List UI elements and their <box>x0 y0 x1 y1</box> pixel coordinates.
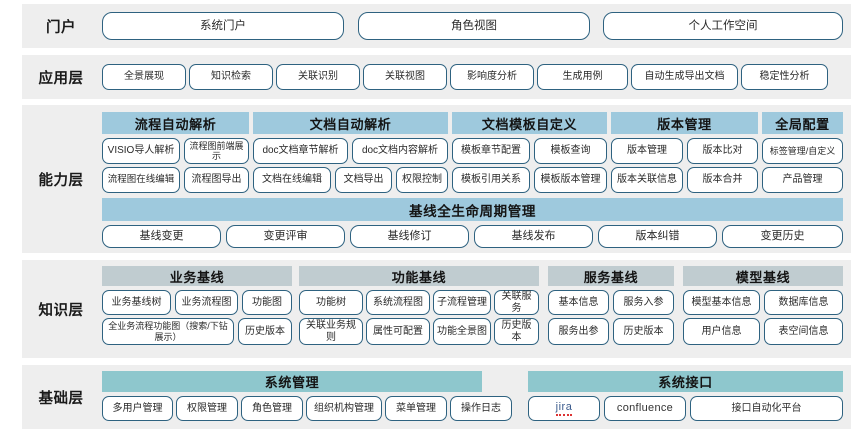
capability-item-1-1-0[interactable]: 文档在线编辑 <box>253 167 331 193</box>
application-item-6[interactable]: 自动生成导出文档 <box>631 64 738 90</box>
knowledge-group-title-2: 服务基线 <box>548 266 674 286</box>
application-item-4[interactable]: 影响度分析 <box>450 64 534 90</box>
foundation-body: 系统管理 多用户管理 权限管理 角色管理 组织机构管理 菜单管理 操作日志 系统… <box>100 365 851 429</box>
foundation-item-1-2[interactable]: 接口自动化平台 <box>690 396 843 421</box>
layer-band-knowledge: 知识层 业务基线 业务基线树 业务流程图 功能图 全业务流程功能图（搜索/下钻展… <box>22 260 851 358</box>
knowledge-item-1-1-2[interactable]: 功能全景图 <box>433 318 491 345</box>
portal-item-1[interactable]: 角色视图 <box>358 12 590 40</box>
knowledge-body: 业务基线 业务基线树 业务流程图 功能图 全业务流程功能图（搜索/下钻展示） 历… <box>100 260 851 358</box>
capability-lifecycle-item-2[interactable]: 基线修订 <box>350 225 469 248</box>
knowledge-item-2-1-1[interactable]: 历史版本 <box>613 318 674 345</box>
capability-item-4-1-0[interactable]: 产品管理 <box>762 167 843 193</box>
foundation-item-0-3[interactable]: 组织机构管理 <box>306 396 382 421</box>
knowledge-item-2-0-0[interactable]: 基本信息 <box>548 290 609 315</box>
capability-body: 流程自动解析 VISIO导人解析 流程图前端展示 流程图在线编辑 流程图导出 文… <box>100 105 851 253</box>
capability-item-4-0-0[interactable]: 标签管理/自定义 <box>762 138 843 164</box>
knowledge-item-1-0-0[interactable]: 功能树 <box>299 290 363 315</box>
confluence-logo: confluence <box>616 402 674 415</box>
capability-item-3-0-1[interactable]: 版本比对 <box>687 138 758 164</box>
foundation-item-0-5[interactable]: 操作日志 <box>450 396 512 421</box>
application-item-0[interactable]: 全景展现 <box>102 64 186 90</box>
foundation-group-title-1: 系统接口 <box>528 371 843 392</box>
layer-label-knowledge: 知识层 <box>38 302 84 319</box>
knowledge-item-0-1-1[interactable]: 历史版本 <box>238 318 292 345</box>
capability-group-title-4: 全局配置 <box>762 112 843 134</box>
capability-item-3-1-0[interactable]: 版本关联信息 <box>611 167 683 193</box>
foundation-group-title-0: 系统管理 <box>102 371 482 392</box>
application-item-3[interactable]: 关联视图 <box>363 64 447 90</box>
capability-lifecycle-item-4[interactable]: 版本纠错 <box>598 225 717 248</box>
capability-item-2-0-0[interactable]: 模板章节配置 <box>452 138 530 164</box>
capability-group-title-1: 文档自动解析 <box>253 112 448 134</box>
capability-item-0-1-1[interactable]: 流程图导出 <box>184 167 249 193</box>
capability-group-title-2: 文档模板自定义 <box>452 112 607 134</box>
knowledge-item-0-0-2[interactable]: 功能图 <box>242 290 292 315</box>
capability-item-1-0-1[interactable]: doc文档内容解析 <box>352 138 448 164</box>
foundation-item-0-2[interactable]: 角色管理 <box>241 396 303 421</box>
capability-group-title-0: 流程自动解析 <box>102 112 249 134</box>
portal-body: 系统门户 角色视图 个人工作空间 <box>100 4 851 48</box>
knowledge-item-0-0-1[interactable]: 业务流程图 <box>175 290 238 315</box>
application-item-5[interactable]: 生成用例 <box>537 64 628 90</box>
application-body: 全景展现 知识检索 关联识别 关联视图 影响度分析 生成用例 自动生成导出文档 … <box>100 55 851 99</box>
jira-logo: jira <box>555 401 573 416</box>
capability-item-2-1-0[interactable]: 模板引用关系 <box>452 167 530 193</box>
foundation-item-0-1[interactable]: 权限管理 <box>176 396 238 421</box>
knowledge-item-2-0-1[interactable]: 服务入参 <box>613 290 674 315</box>
knowledge-group-title-3: 模型基线 <box>683 266 843 286</box>
knowledge-item-2-1-0[interactable]: 服务出参 <box>548 318 609 345</box>
capability-group-title-3: 版本管理 <box>611 112 758 134</box>
layer-band-capability: 能力层 流程自动解析 VISIO导人解析 流程图前端展示 流程图在线编辑 流程图… <box>22 105 851 253</box>
capability-item-3-1-1[interactable]: 版本合并 <box>687 167 758 193</box>
capability-item-3-0-0[interactable]: 版本管理 <box>611 138 683 164</box>
knowledge-item-3-1-0[interactable]: 用户信息 <box>683 318 760 345</box>
knowledge-item-3-1-1[interactable]: 表空间信息 <box>764 318 843 345</box>
knowledge-group-title-0: 业务基线 <box>102 266 292 286</box>
application-item-1[interactable]: 知识检索 <box>189 64 273 90</box>
capability-item-0-0-1[interactable]: 流程图前端展示 <box>184 138 249 164</box>
foundation-item-1-0[interactable]: jira <box>528 396 600 421</box>
layer-band-portal: 门户 系统门户 角色视图 个人工作空间 <box>22 4 851 48</box>
capability-lifecycle-item-1[interactable]: 变更评审 <box>226 225 345 248</box>
knowledge-item-3-0-0[interactable]: 模型基本信息 <box>683 290 760 315</box>
capability-item-0-0-0[interactable]: VISIO导人解析 <box>102 138 180 164</box>
knowledge-item-0-1-0[interactable]: 全业务流程功能图（搜索/下钻展示） <box>102 318 234 345</box>
knowledge-item-1-0-3[interactable]: 关联服务 <box>494 290 539 315</box>
layer-band-foundation: 基础层 系统管理 多用户管理 权限管理 角色管理 组织机构管理 菜单管理 操作日… <box>22 365 851 429</box>
capability-lifecycle-title: 基线全生命周期管理 <box>102 198 843 221</box>
capability-lifecycle-item-0[interactable]: 基线变更 <box>102 225 221 248</box>
portal-item-2[interactable]: 个人工作空间 <box>603 12 843 40</box>
portal-item-0[interactable]: 系统门户 <box>102 12 344 40</box>
capability-item-1-1-2[interactable]: 权限控制 <box>396 167 448 193</box>
knowledge-item-1-1-0[interactable]: 关联业务规则 <box>299 318 363 345</box>
foundation-item-1-1[interactable]: confluence <box>604 396 686 421</box>
capability-lifecycle-item-3[interactable]: 基线发布 <box>474 225 593 248</box>
knowledge-item-1-0-2[interactable]: 子流程管理 <box>433 290 491 315</box>
knowledge-item-3-0-1[interactable]: 数据库信息 <box>764 290 843 315</box>
foundation-item-0-0[interactable]: 多用户管理 <box>102 396 173 421</box>
layer-label-portal: 门户 <box>46 19 76 36</box>
capability-item-0-1-0[interactable]: 流程图在线编辑 <box>102 167 180 193</box>
application-item-7[interactable]: 稳定性分析 <box>741 64 828 90</box>
layer-label-application: 应用层 <box>38 70 84 87</box>
knowledge-group-title-1: 功能基线 <box>299 266 539 286</box>
knowledge-item-1-1-3[interactable]: 历史版本 <box>494 318 539 345</box>
capability-item-1-1-1[interactable]: 文档导出 <box>335 167 392 193</box>
layer-label-capability: 能力层 <box>38 172 84 189</box>
layer-label-foundation: 基础层 <box>38 390 84 407</box>
capability-lifecycle-item-5[interactable]: 变更历史 <box>722 225 843 248</box>
capability-item-2-0-1[interactable]: 模板查询 <box>534 138 607 164</box>
knowledge-item-0-0-0[interactable]: 业务基线树 <box>102 290 171 315</box>
knowledge-item-1-1-1[interactable]: 属性可配置 <box>366 318 430 345</box>
capability-item-2-1-1[interactable]: 模板版本管理 <box>534 167 607 193</box>
application-item-2[interactable]: 关联识别 <box>276 64 360 90</box>
foundation-item-0-4[interactable]: 菜单管理 <box>385 396 447 421</box>
knowledge-item-1-0-1[interactable]: 系统流程图 <box>366 290 430 315</box>
layer-band-application: 应用层 全景展现 知识检索 关联识别 关联视图 影响度分析 生成用例 自动生成导… <box>22 55 851 99</box>
capability-item-1-0-0[interactable]: doc文档章节解析 <box>253 138 348 164</box>
